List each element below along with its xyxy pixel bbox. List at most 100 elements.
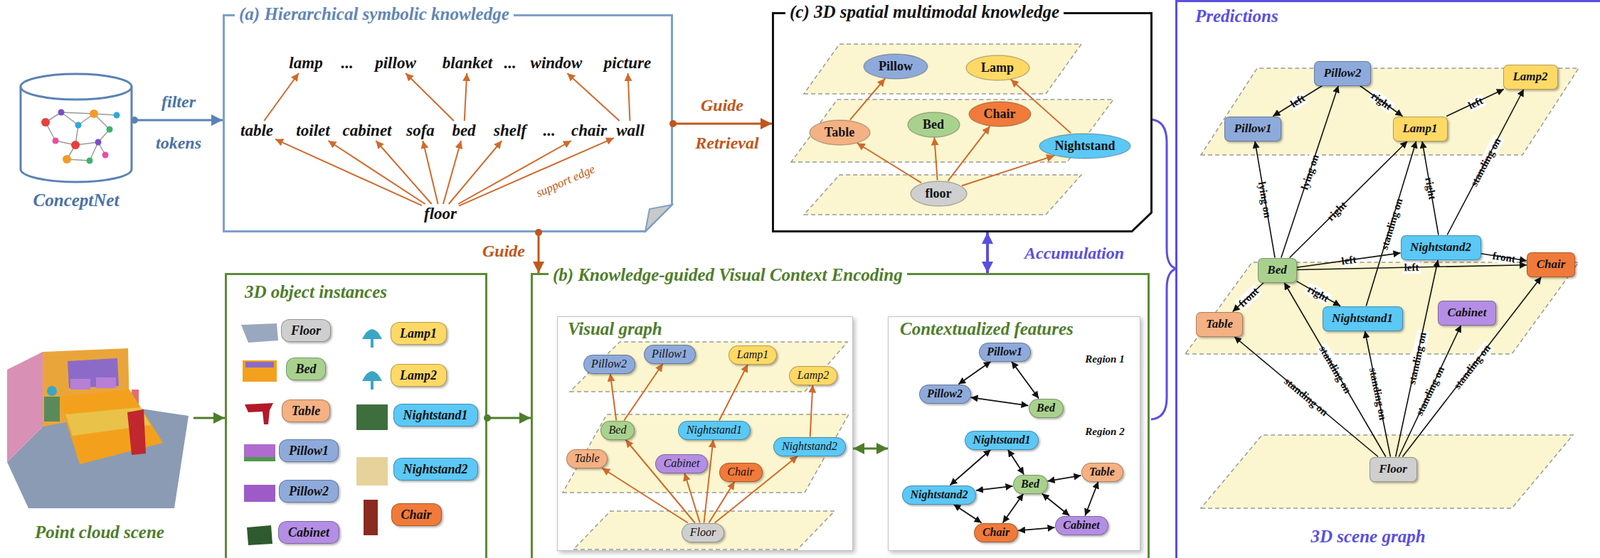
node-label: Pillow2 bbox=[1323, 66, 1362, 81]
object-box: Bed bbox=[285, 357, 326, 381]
rect-part bbox=[242, 360, 277, 383]
rect-part bbox=[244, 444, 276, 462]
line-part bbox=[61, 112, 94, 114]
ellipse-node: Pillow bbox=[862, 53, 929, 80]
object-box: Lamp1 bbox=[728, 345, 777, 365]
plane bbox=[573, 511, 835, 550]
node-label: Floor bbox=[290, 323, 321, 339]
node-label: Pillow1 bbox=[1234, 121, 1273, 136]
node-label: Pillow1 bbox=[651, 347, 688, 361]
connector bbox=[405, 73, 454, 121]
text-holder: (b) Knowledge-guided Visual Context Enco… bbox=[548, 265, 908, 286]
node-label: Lamp2 bbox=[797, 369, 829, 383]
ellipse-part bbox=[910, 181, 967, 207]
object-box: Cabinet bbox=[1055, 516, 1109, 536]
word-node: cabinet bbox=[340, 120, 395, 141]
object-box: Pillow1 bbox=[643, 345, 696, 365]
plane bbox=[803, 175, 1082, 215]
ellipse-part bbox=[966, 55, 1030, 81]
circle-part bbox=[102, 152, 109, 159]
object-box: Floor bbox=[1369, 457, 1418, 483]
text-holder: left bbox=[1402, 261, 1421, 275]
object-box: Cabinet bbox=[655, 454, 708, 474]
path-part bbox=[773, 13, 1152, 232]
panel-art bbox=[4, 347, 194, 515]
node-label: Table bbox=[1089, 465, 1115, 479]
ellipse-node: Chair bbox=[968, 101, 1032, 128]
object-box: Bed bbox=[1013, 475, 1048, 495]
connector bbox=[949, 450, 991, 486]
node-label: Cabinet bbox=[288, 525, 330, 541]
node-label: Chair bbox=[400, 507, 432, 523]
polygon-part bbox=[58, 389, 163, 465]
object-box: Nightstand2 bbox=[1400, 235, 1482, 261]
node-label: Table bbox=[1205, 317, 1233, 332]
circle-part bbox=[106, 126, 114, 134]
connector bbox=[193, 417, 225, 420]
rect-part bbox=[244, 457, 276, 462]
knowledge-panel: (a) Hierarchical symbolic knowledgelampp… bbox=[222, 14, 674, 233]
ellipse-node: Nightstand bbox=[1038, 133, 1132, 160]
node-label: chair bbox=[571, 121, 607, 141]
circle-part bbox=[41, 118, 50, 127]
annotation-label: ... bbox=[340, 54, 353, 73]
connector bbox=[487, 417, 531, 420]
connector bbox=[958, 362, 992, 385]
connector bbox=[458, 138, 614, 207]
encoding-panel: (b) Knowledge-guided Visual Context Enco… bbox=[530, 273, 1150, 558]
node-label: floor bbox=[424, 204, 457, 224]
text-holder: lying on bbox=[1254, 179, 1275, 221]
rect-part bbox=[370, 339, 374, 348]
connector bbox=[986, 232, 989, 274]
word-node: pillow bbox=[372, 53, 419, 74]
text-holder: ConceptNet bbox=[33, 190, 120, 211]
node-label: shelf bbox=[493, 121, 527, 141]
node-label: Cabinet bbox=[1062, 519, 1100, 533]
circle-part bbox=[89, 109, 99, 119]
rect-part bbox=[356, 404, 388, 431]
node-label: cabinet bbox=[342, 121, 392, 141]
object-box: Pillow2 bbox=[919, 384, 972, 405]
node-label: Chair bbox=[982, 526, 1010, 540]
node-label: Nightstand1 bbox=[1331, 311, 1393, 326]
rect-part bbox=[96, 377, 116, 389]
node-label: Nightstand2 bbox=[1410, 240, 1472, 255]
text-holder: ... bbox=[340, 54, 353, 73]
node-label: toilet bbox=[295, 121, 330, 141]
node-label: Nightstand1 bbox=[686, 424, 743, 437]
rect-part bbox=[44, 396, 60, 422]
panel-title: (a) Hierarchical symbolic knowledge bbox=[234, 4, 514, 25]
text-holder: standing on bbox=[1365, 365, 1390, 424]
annotation-label: Region 1 bbox=[1084, 353, 1125, 366]
node-label: wall bbox=[616, 121, 645, 141]
node-label: Nightstand1 bbox=[402, 408, 468, 424]
text-holder: 3D object instances bbox=[244, 282, 388, 303]
plane bbox=[1200, 68, 1579, 156]
text-holder: standing on bbox=[1280, 374, 1332, 420]
text-holder: ... bbox=[503, 54, 516, 73]
annotation-label: Guide bbox=[700, 96, 744, 116]
object-box: Chair bbox=[1526, 252, 1576, 278]
connector bbox=[1003, 494, 1024, 524]
node-label: window bbox=[530, 54, 583, 73]
circle-part bbox=[113, 112, 121, 119]
word-node: picture bbox=[601, 53, 654, 74]
connector bbox=[1011, 362, 1039, 400]
text-holder: Guide bbox=[482, 241, 526, 262]
circle-part bbox=[62, 155, 72, 164]
connector bbox=[567, 73, 619, 121]
panel-title: (b) Knowledge-guided Visual Context Enco… bbox=[548, 265, 908, 286]
node-label: lamp bbox=[288, 54, 323, 73]
panel-title: ConceptNet bbox=[33, 190, 120, 211]
panel-caption: 3D scene graph bbox=[1310, 527, 1425, 548]
polygon-part bbox=[241, 323, 279, 343]
word-node: sofa bbox=[404, 120, 437, 141]
text-holder: Contextualized features bbox=[899, 319, 1074, 340]
ellipse-node: Lamp bbox=[965, 54, 1031, 82]
path-part bbox=[224, 15, 673, 232]
plane bbox=[1200, 435, 1573, 509]
panel-title: (c) 3D spatial multimodal knowledge bbox=[785, 2, 1064, 23]
node-label: Lamp bbox=[981, 60, 1014, 76]
object-box: Chair bbox=[719, 463, 763, 483]
